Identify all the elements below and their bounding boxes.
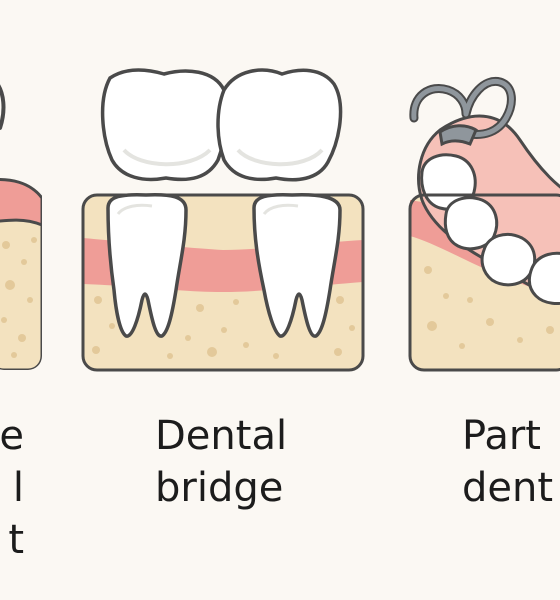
caption-line: e — [0, 413, 24, 459]
denture-tooth-icon — [480, 233, 537, 287]
caption-line: dent — [462, 465, 554, 511]
bone-pores — [424, 266, 554, 349]
bone-pores — [1, 237, 37, 358]
implant-caption: e l t — [0, 410, 24, 566]
bridge-crown-left-icon — [100, 68, 229, 182]
abutment-tooth-right-icon — [252, 193, 342, 338]
clasp-rest-icon — [438, 124, 478, 147]
caption-line: bridge — [155, 465, 284, 511]
caption-line: t — [8, 517, 24, 563]
caption-line: Part — [462, 413, 541, 459]
bone-outline — [408, 193, 560, 372]
bridge-caption: Dental bridge — [155, 410, 287, 514]
bridge-crown-right-icon — [216, 68, 343, 182]
bone-pores — [92, 296, 355, 359]
bridge-panel — [81, 68, 365, 372]
abutment-tooth-left-icon — [106, 193, 188, 338]
denture-caption: Part dent — [462, 410, 553, 514]
gum-layer — [0, 178, 42, 228]
bone-outline — [81, 193, 365, 372]
caption-line: l — [12, 465, 24, 511]
implant-crown-edge-icon — [0, 84, 6, 130]
caption-line: Dental — [155, 413, 288, 459]
implant-panel — [0, 84, 42, 370]
denture-panel — [408, 77, 560, 372]
